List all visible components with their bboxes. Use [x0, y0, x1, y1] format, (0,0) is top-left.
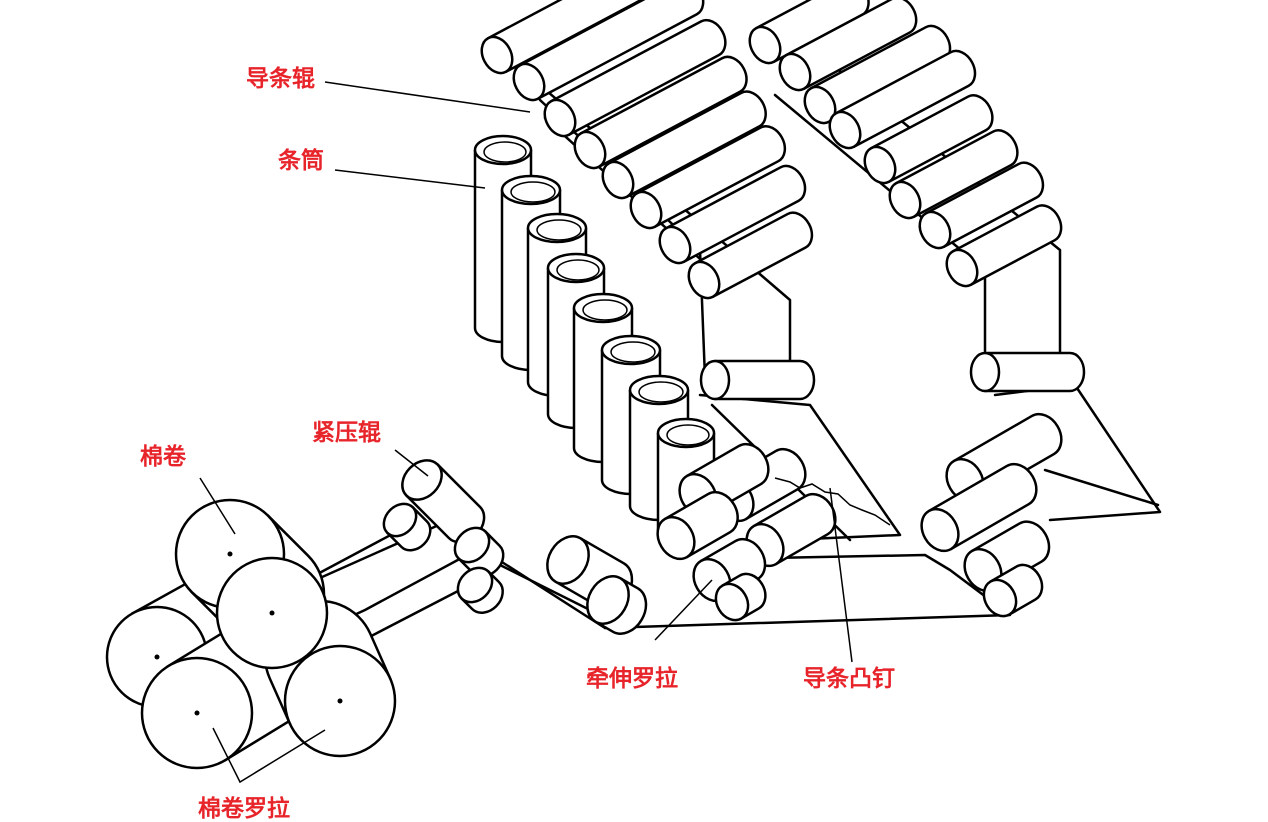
guide-roller-right-8 [945, 204, 1063, 288]
label-lap: 棉卷 [140, 444, 186, 470]
guide-roller-right-6 [888, 129, 1019, 220]
guide-roller-left-1 [480, 0, 644, 75]
web-roller-b [586, 575, 648, 635]
lap-drum-face [217, 558, 329, 670]
label-lap-roller: 棉卷罗拉 [198, 796, 290, 822]
compress-roller-d [456, 566, 504, 614]
label-draft-roller: 牵伸罗拉 [586, 666, 678, 692]
belt-path-14 [308, 528, 402, 580]
guide-roller-right-5 [863, 94, 994, 185]
leader-guide-roller [324, 81, 531, 113]
draft-roller-right-d [982, 563, 1044, 618]
belt-path-9 [1043, 468, 1160, 507]
compress-roller-c [453, 526, 505, 578]
belt-path-12 [488, 558, 592, 612]
guide-roller-right-4 [828, 49, 977, 150]
leader-guide-pin [829, 487, 853, 663]
guide-roller-left-7 [658, 164, 807, 265]
guide-roller-left-3 [543, 18, 727, 138]
guide-roller-right-2 [778, 0, 918, 92]
label-guide-pin: 导条凸钉 [803, 666, 895, 692]
guide-roller-right-7 [918, 161, 1045, 250]
label-sliver-can: 条筒 [278, 148, 324, 174]
leader-lap-roller [212, 727, 326, 784]
guide-roller-left-8 [687, 211, 814, 300]
guide-roller-left-2 [512, 0, 705, 102]
label-guide-roller: 导条辊 [246, 66, 315, 92]
guide-roller-left-5 [601, 90, 767, 200]
draft-roller-f [714, 572, 767, 622]
feed-roller-right [969, 351, 1086, 393]
draft-roller-right-b [920, 462, 1038, 553]
feed-roller-left [699, 359, 816, 401]
compress-roller-b [382, 502, 432, 552]
guide-pin-sliver [774, 477, 891, 526]
leader-compress-roller [394, 449, 429, 477]
guide-roller-left-4 [573, 55, 748, 170]
belt-path-10 [603, 553, 1012, 630]
label-compress-roller: 紧压辊 [312, 420, 381, 446]
draft-roller-d [656, 490, 739, 561]
leader-draft-roller [654, 579, 713, 641]
guide-roller-left-6 [629, 125, 787, 230]
leader-lap [199, 477, 236, 535]
leader-sliver-can [334, 169, 486, 189]
